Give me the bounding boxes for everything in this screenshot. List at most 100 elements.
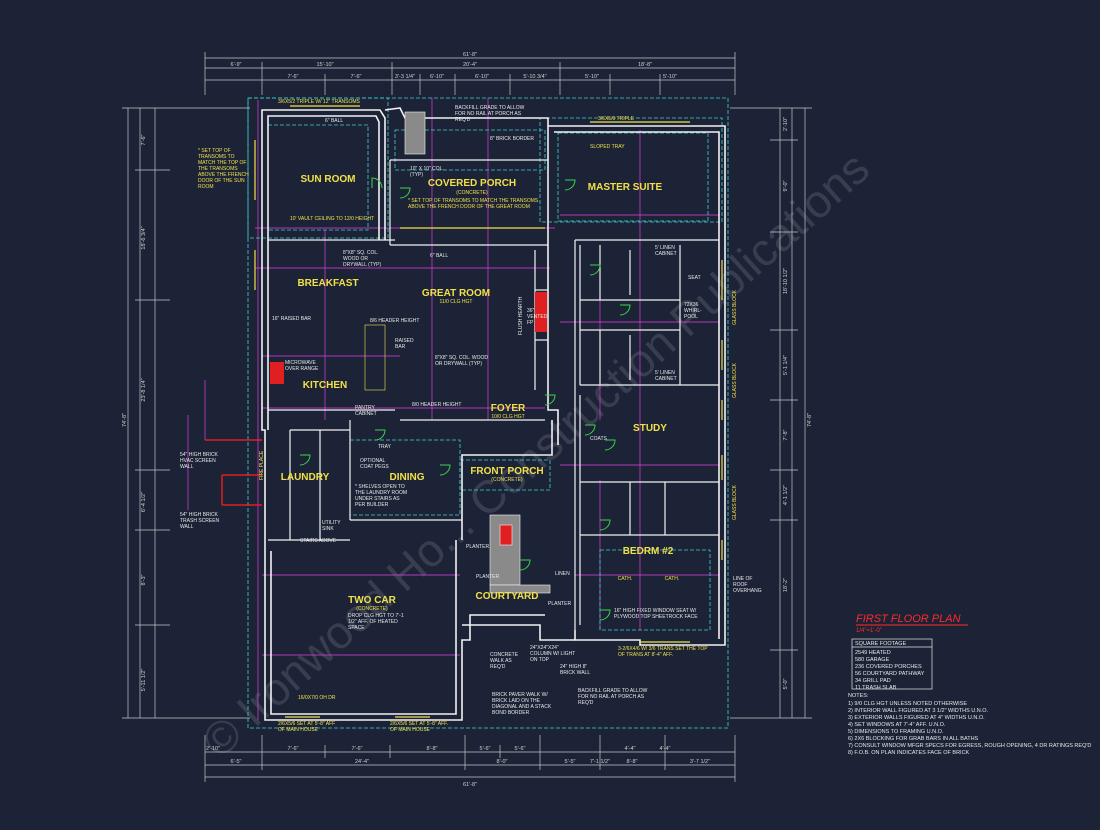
dim-bottom-6: 8'-8" <box>627 759 638 765</box>
dim-left-3: 23'-8 1/4" <box>141 378 147 401</box>
sqft-row: 11 TRASH SLAB <box>855 685 897 691</box>
note-line-roof: LINE OF ROOF OVERHANG <box>733 576 762 594</box>
dim-top-8: 6'-10" <box>430 74 444 80</box>
dim-bottom-10: 7'-6" <box>352 746 363 752</box>
room-sub-covered-porch: (CONCRETE) <box>456 190 488 196</box>
note-garage-door: 16/0X7/0 OH DR <box>298 695 336 701</box>
note-raised-bar-2: RAISED BAR <box>395 338 414 350</box>
dim-bottom-13: 5'-6" <box>515 746 526 752</box>
note-whirlpool: 72X36 WHIRL-POOL <box>684 302 702 320</box>
notes-item: 6) 2X6 BLOCKING FOR GRAB BARS IN ALL BAT… <box>848 736 979 742</box>
notes-header: NOTES: <box>848 693 869 699</box>
sqft-row: 236 COVERED PORCHES <box>855 664 922 670</box>
note-brick-border: 8" BRICK BORDER <box>490 136 534 142</box>
dim-top-1: 6'-9" <box>231 62 242 68</box>
note-sq-col: 8"X8" SQ. COL. WOOD OR DRYWALL (TYP) <box>343 250 381 268</box>
room-sub-great-room: 11/0 CLG HGT <box>440 299 473 305</box>
dim-top-5: 7'-6" <box>288 74 299 80</box>
notes-item: 1) 9/0 CLG HGT UNLESS NOTED OTHERWISE <box>848 701 967 707</box>
sqft-header: SQUARE FOOTAGE <box>855 641 907 647</box>
note-linen-1: 5' LINEN CABINET <box>655 245 677 257</box>
note-vented-fp: 36" VENTED FP <box>527 308 547 326</box>
notes-item: 5) DIMENSIONS TO FRAMING U.N.O. <box>848 729 944 735</box>
dim-right-4: 5'-1 1/4" <box>783 355 789 375</box>
note-fixed-window: 16" HIGH FIXED WINDOW SEAT W/ PLYWOOD TO… <box>614 608 698 620</box>
exterior-walls <box>261 107 726 721</box>
red-fixtures <box>270 292 547 384</box>
dim-top-9: 6'-10" <box>475 74 489 80</box>
dim-left-5: 8'-3" <box>141 574 147 585</box>
note-flush-hearth: FLUSH HEARTH <box>518 296 524 335</box>
dim-top-overall: 61'-8" <box>463 52 477 58</box>
dim-top-6: 7'-6" <box>351 74 362 80</box>
dim-bottom-3: 8'-0" <box>497 759 508 765</box>
notes-item: 2) INTERIOR WALL FIGURED AT 3 1/2" WIDTH… <box>848 708 989 714</box>
note-optional-coat: OPTIONAL COAT PEGS <box>360 458 389 470</box>
note-sq-col-2: 8"X8" SQ. COL. WOOD OR DRYWALL (TYP) <box>435 355 488 367</box>
top-dimensions <box>204 52 736 95</box>
note-hvac-wall: 54" HIGH BRICK HVAC SCREEN WALL <box>180 452 218 470</box>
room-label-dining: DINING <box>390 472 425 483</box>
room-label-master-suite: MASTER SUITE <box>588 182 663 193</box>
dim-right-6: 4'-1 1/2" <box>783 485 789 505</box>
dim-left-1: 7'-6" <box>141 134 147 145</box>
room-label-bedrm-2: BEDRM #2 <box>623 546 674 557</box>
note-planter-1: PLANTER <box>466 544 489 550</box>
room-label-kitchen: KITCHEN <box>303 380 347 391</box>
red-accents <box>205 439 262 506</box>
right-dimensions <box>730 107 812 719</box>
note-microwave: MICROWAVE OVER RANGE <box>285 360 318 372</box>
dim-top-12: 5'-10" <box>663 74 677 80</box>
room-label-front-porch: FRONT PORCH <box>470 466 543 477</box>
notes-item: 4) SET WINDOWS AT 7'-4" AFF. U.N.O. <box>848 722 946 728</box>
notes-item: 8) F.O.B. ON PLAN INDICATES FACE OF BRIC… <box>848 750 970 756</box>
dim-top-3: 20'-4" <box>463 62 477 68</box>
dim-bottom-5: 7'-1 1/2" <box>590 759 610 765</box>
note-utility-sink: UTILITY SINK <box>322 520 341 532</box>
room-label-foyer: FOYER <box>491 403 526 414</box>
room-label-great-room: GREAT ROOM <box>422 288 490 299</box>
room-sub-foyer: 10/0 CLG HGT <box>491 414 524 420</box>
note-drop-clg: DROP CLG HGT TO 7'-1 1/2" AFF. OF HEATED… <box>348 613 404 631</box>
notes-item: 3) EXTERIOR WALLS FIGURED AT 4" WIDTHS U… <box>848 715 985 721</box>
room-label-covered-porch: COVERED PORCH <box>428 178 516 189</box>
dim-bottom-overall: 61'-8" <box>463 782 477 788</box>
plan-scale: 1/4"=1'-0" <box>856 628 882 634</box>
dim-bottom-14: 4'-4" <box>625 746 636 752</box>
note-ball-porch: 6" BALL <box>430 253 448 259</box>
sqft-row: 56 COURTYARD PATHWAY <box>855 671 925 677</box>
dim-top-11: 5'-10" <box>585 74 599 80</box>
note-backfill-top: BACKFILL GRADE TO ALLOW FOR NO RAIL AT P… <box>455 105 524 123</box>
note-column-light: 24"X24"X24" COLUMN W/ LIGHT ON TOP <box>530 645 575 663</box>
room-label-sun-room: SUN ROOM <box>301 174 356 185</box>
note-sun-transom: * SET TOP OF TRANSOMS TO MATCH THE TOP O… <box>198 148 249 190</box>
note-brick-paver: BRICK PAVER WALK W/ BRICK LAID ON THE DI… <box>492 692 551 716</box>
sqft-row: 2549 HEATED <box>855 650 891 656</box>
room-sub-front-porch: (CONCRETE) <box>491 477 523 483</box>
left-dimensions <box>122 107 250 719</box>
room-label-two-car: TWO CAR <box>348 595 397 606</box>
note-glass-block-1: GLASS BLOCK <box>732 289 738 325</box>
note-tray: TRAY <box>378 444 392 450</box>
hatched-walls <box>364 111 551 594</box>
room-label-courtyard: COURTYARD <box>476 591 539 602</box>
note-triple-master: 3/6X5/0 TRIPLE <box>598 116 635 122</box>
dim-top-10: 5'-10 3/4" <box>523 74 546 80</box>
dim-bottom-15: 4'-4" <box>660 746 671 752</box>
plan-notes: NOTES: 1) 9/0 CLG HGT UNLESS NOTED OTHER… <box>848 693 1091 756</box>
dim-right-2: 9'-0" <box>783 180 789 191</box>
note-coats: COATS <box>590 436 608 442</box>
note-concrete-walk: CONCRETE WALK AS REQ'D <box>490 652 518 670</box>
dim-right-7: 18'-2" <box>783 578 789 592</box>
dim-bottom-12: 5'-6" <box>480 746 491 752</box>
room-label-cath-2: CATH. <box>665 576 680 582</box>
dim-right-5: 7'-8" <box>783 429 789 440</box>
note-raised-bar: 16" RAISED BAR <box>272 316 311 322</box>
note-shelves-open: * SHELVES OPEN TO THE LAUNDRY ROOM UNDER… <box>355 484 407 508</box>
bottom-dimensions <box>204 735 736 782</box>
note-planter-3: PLANTER <box>548 601 571 607</box>
note-header-86: 8/6 HEADER HEIGHT <box>370 318 419 324</box>
dim-left-6: 5'-11 1/2" <box>141 669 147 692</box>
note-sloped-tray: SLOPED TRAY <box>590 144 625 150</box>
